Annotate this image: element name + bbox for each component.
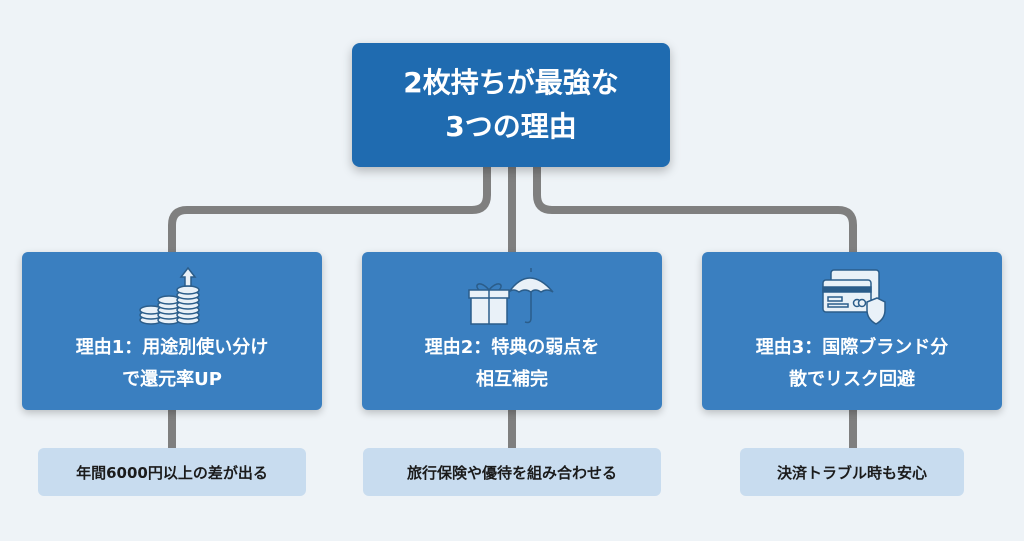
reason-3-note-text: 決済トラブル時も安心 [776,463,927,482]
reason-2-title-line2: 相互補完 [476,369,548,390]
root-node: 2枚持ちが最強な 3つの理由 [352,43,670,167]
gift-umbrella-icon [467,266,557,326]
reason-card-1: 理由1：用途別使い分け で還元率UP [22,252,322,410]
reason-card-3: 理由3：国際ブランド分 散でリスク回避 [702,252,1002,410]
reason-card-2: 理由2：特典の弱点を 相互補完 [362,252,662,410]
reason-3-note: 決済トラブル時も安心 [740,448,964,496]
reason-1-title-line1: 理由1：用途別使い分け [75,337,269,358]
cards-shield-icon [817,266,887,326]
reason-3-title-line2: 散でリスク回避 [789,369,915,390]
reason-1-note: 年間6000円以上の差が出る [38,448,306,496]
reason-2-title-line1: 理由2：特典の弱点を [424,337,600,358]
reason-1-title-line2: で還元率UP [122,369,222,390]
root-title-line1: 2枚持ちが最強な [403,66,619,99]
reason-2-note: 旅行保険や優待を組み合わせる [363,448,661,496]
root-title-line2: 3つの理由 [445,110,577,143]
coins-arrow-up-icon [137,266,207,326]
reason-3-title-line1: 理由3：国際ブランド分 [755,337,949,358]
reason-2-note-text: 旅行保険や優待を組み合わせる [406,463,617,482]
reason-1-note-text: 年間6000円以上の差が出る [76,463,268,482]
